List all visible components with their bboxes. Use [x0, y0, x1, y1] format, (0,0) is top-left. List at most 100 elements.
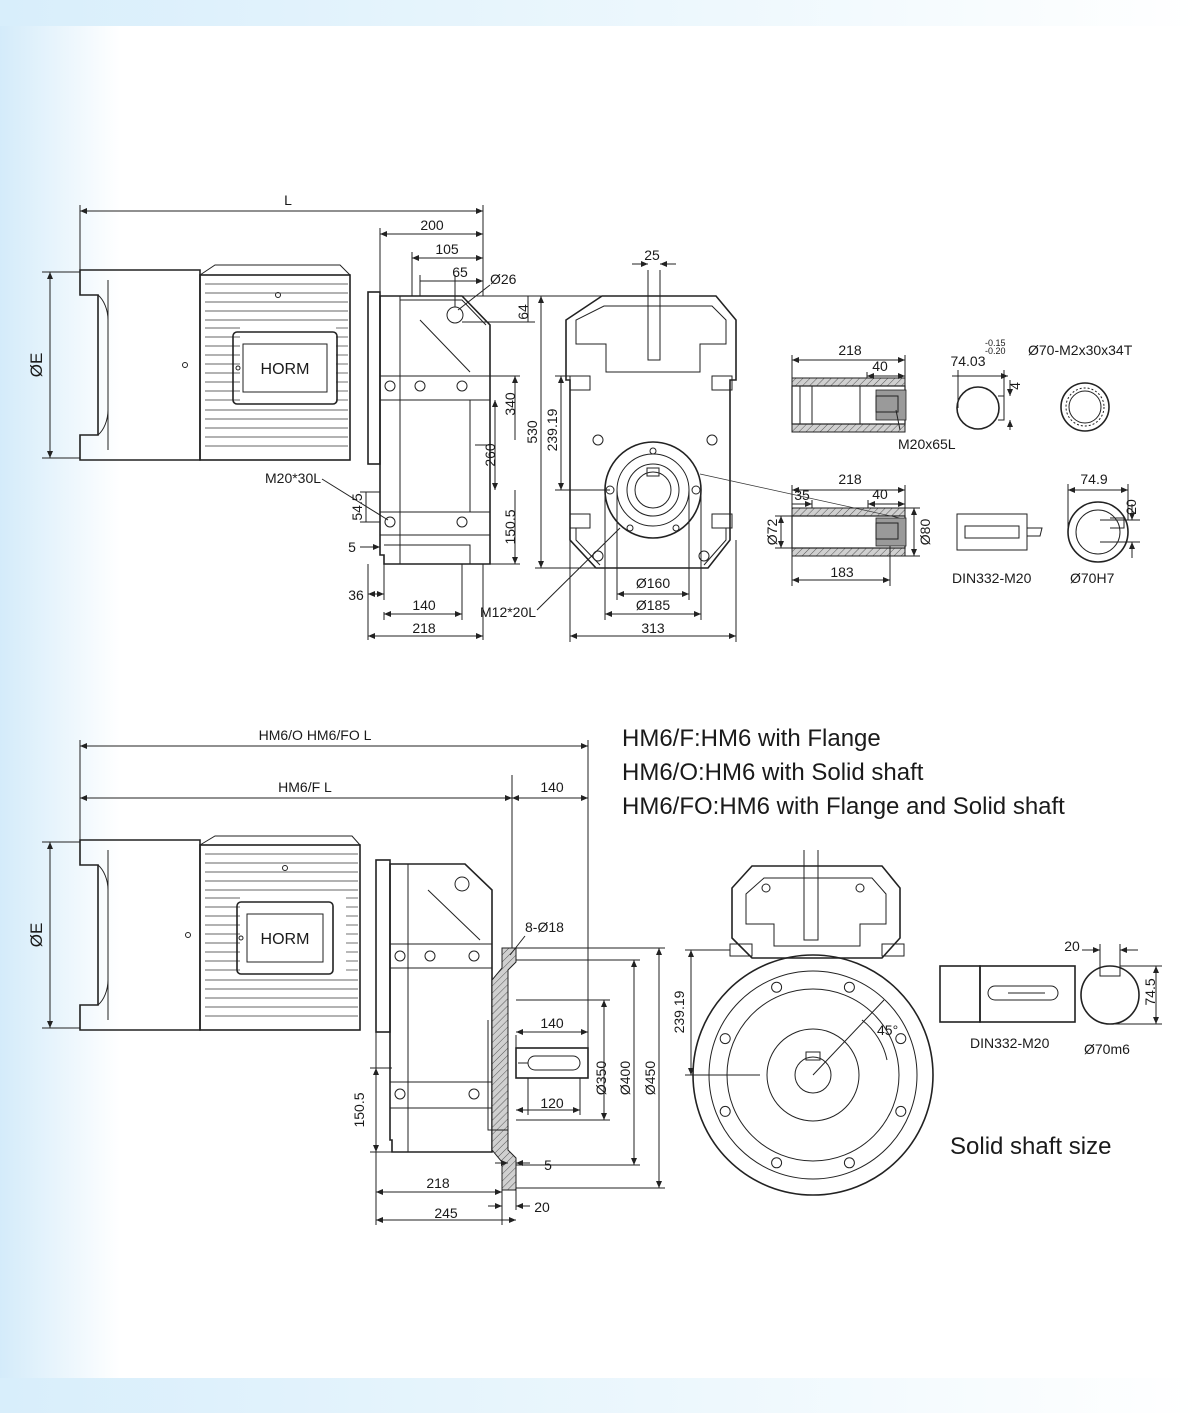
dim-150-5-bottom: 150.5 [351, 1092, 367, 1127]
model-legend: HM6/F:HM6 with Flange HM6/O:HM6 with Sol… [622, 725, 1065, 820]
dim-313: 313 [641, 620, 665, 636]
solid-shaft-detail: DIN332-M20 20 74.5 Ø70m6 Solid shaft siz… [939, 938, 1162, 1160]
flange-bolt-holes [719, 981, 907, 1169]
dim-65: 65 [452, 264, 468, 280]
dim-218-hollow-b: 218 [838, 471, 862, 487]
dim-25: 25 [644, 247, 660, 263]
dim-218-bottom: 218 [426, 1175, 450, 1191]
top-band [0, 0, 1200, 26]
dim-218: 218 [412, 620, 436, 636]
left-glow [0, 26, 120, 1378]
dim-length-f: HM6/F L [278, 779, 332, 795]
solid-output-shaft [515, 1047, 589, 1079]
dim-340: 340 [502, 392, 518, 416]
output-flange-section [491, 947, 517, 1191]
nameplate-text: HORM [261, 361, 310, 378]
caption-solid-shaft: Solid shaft size [950, 1133, 1111, 1160]
bottom-flange-view: 45° 239.19 [671, 850, 934, 1196]
dim-54-5: 54.5 [349, 493, 365, 520]
dim-140-top-bottom: 140 [540, 779, 564, 795]
motor-fins-bottom [205, 853, 358, 1017]
note-h7: Ø70H7 [1070, 570, 1115, 586]
dim-5-bottom: 5 [544, 1157, 552, 1173]
note-m6: Ø70m6 [1084, 1041, 1130, 1057]
dim-dia-450: Ø450 [642, 1061, 658, 1095]
motor-fins [205, 283, 348, 447]
bolt-hole [895, 1033, 907, 1045]
dim-dia-80: Ø80 [917, 519, 933, 546]
gearbox-housing-bottom [389, 863, 493, 1153]
dim-dia-185: Ø185 [636, 597, 670, 613]
dim-218-hollow-a: 218 [838, 342, 862, 358]
dim-260: 260 [482, 443, 498, 467]
bolt-hole [771, 981, 783, 993]
legend-line-3: HM6/FO:HM6 with Flange and Solid shaft [622, 793, 1065, 820]
dim-530: 530 [524, 420, 540, 444]
legend-line-2: HM6/O:HM6 with Solid shaft [622, 759, 924, 786]
motor-fan-cover-bottom [79, 839, 201, 1031]
motor-body [199, 274, 351, 461]
bolt-hole [843, 981, 855, 993]
dim-4: 4 [1007, 382, 1023, 390]
bottom-side-view: HORM HM6/O HM6/FO L HM6/F L 140 ØE 8-Ø1 [27, 727, 665, 1225]
note-din332-top: DIN332-M20 [952, 570, 1032, 586]
note-holes: 8-Ø18 [525, 919, 564, 935]
dim-245: 245 [434, 1205, 458, 1221]
dim-dia-400: Ø400 [617, 1061, 633, 1095]
note-m12x20: M12*20L [480, 604, 536, 620]
keyway-details: 74.03 -0.15 -0.20 4 Ø70-M2x30x34T DIN332… [950, 338, 1140, 586]
tol-upper: -0.15 [985, 338, 1006, 348]
bolt-hole [719, 1105, 731, 1117]
dim-239-19-bottom: 239.19 [671, 990, 687, 1033]
dim-239-19-top: 239.19 [544, 408, 560, 451]
adapter-plate [367, 291, 381, 465]
dim-dia-350: Ø350 [593, 1061, 609, 1095]
dim-140: 140 [412, 597, 436, 613]
dim-hole-26: Ø26 [490, 271, 517, 287]
hollow-shaft-sections: 218 40 M20x65L 218 35 40 Ø72 Ø80 183 [699, 342, 956, 586]
bolt-hole [719, 1033, 731, 1045]
output-flange-circle [604, 441, 702, 539]
dim-20-solid: 20 [1064, 938, 1080, 954]
dim-183: 183 [830, 564, 854, 580]
nameplate-text-bottom: HORM [261, 931, 310, 948]
dim-20-top: 20 [1123, 499, 1139, 515]
dim-length-o-fo: HM6/O HM6/FO L [259, 727, 372, 743]
dim-74-9: 74.9 [1080, 471, 1107, 487]
tol-lower: -0.20 [985, 346, 1006, 356]
nameplate-frame [232, 331, 338, 405]
dim-20-bottom: 20 [534, 1199, 550, 1215]
gearbox-front-outline [565, 295, 737, 569]
bolt-hole [771, 1157, 783, 1169]
dim-40-hollow-b: 40 [872, 486, 888, 502]
dim-motor-diameter: ØE [27, 353, 46, 378]
dim-35: 35 [794, 487, 810, 503]
dim-40-hollow-a: 40 [872, 358, 888, 374]
dim-overall-length: L [284, 192, 292, 208]
note-spline: Ø70-M2x30x34T [1028, 342, 1133, 358]
dim-36: 36 [348, 587, 364, 603]
top-front-view: 25 530 239.19 Ø160 Ø185 313 M12*20L [480, 247, 737, 642]
top-side-view: HORM L ØE 200 105 [27, 192, 535, 640]
bottom-band [0, 1378, 1200, 1413]
dim-dia-160: Ø160 [636, 575, 670, 591]
angle-45: 45° [877, 1022, 898, 1038]
dim-150-5: 150.5 [502, 509, 518, 544]
dim-5-top: 5 [348, 539, 356, 555]
dim-64: 64 [515, 304, 531, 320]
bolt-hole [895, 1105, 907, 1117]
legend-line-1: HM6/F:HM6 with Flange [622, 725, 881, 752]
note-din332-bottom: DIN332-M20 [970, 1035, 1050, 1051]
dim-140-shaft: 140 [540, 1015, 564, 1031]
bolt-hole [843, 1157, 855, 1169]
motor-body-bottom [199, 844, 361, 1031]
dim-motor-diameter-bottom: ØE [27, 923, 46, 948]
note-m20x65: M20x65L [898, 436, 956, 452]
dim-105: 105 [435, 241, 459, 257]
dim-dia-72: Ø72 [764, 519, 780, 546]
dim-120: 120 [540, 1095, 564, 1111]
dim-74-5: 74.5 [1142, 978, 1158, 1005]
note-m20x30: M20*30L [265, 470, 321, 486]
dim-74-03: 74.03 [950, 353, 985, 369]
